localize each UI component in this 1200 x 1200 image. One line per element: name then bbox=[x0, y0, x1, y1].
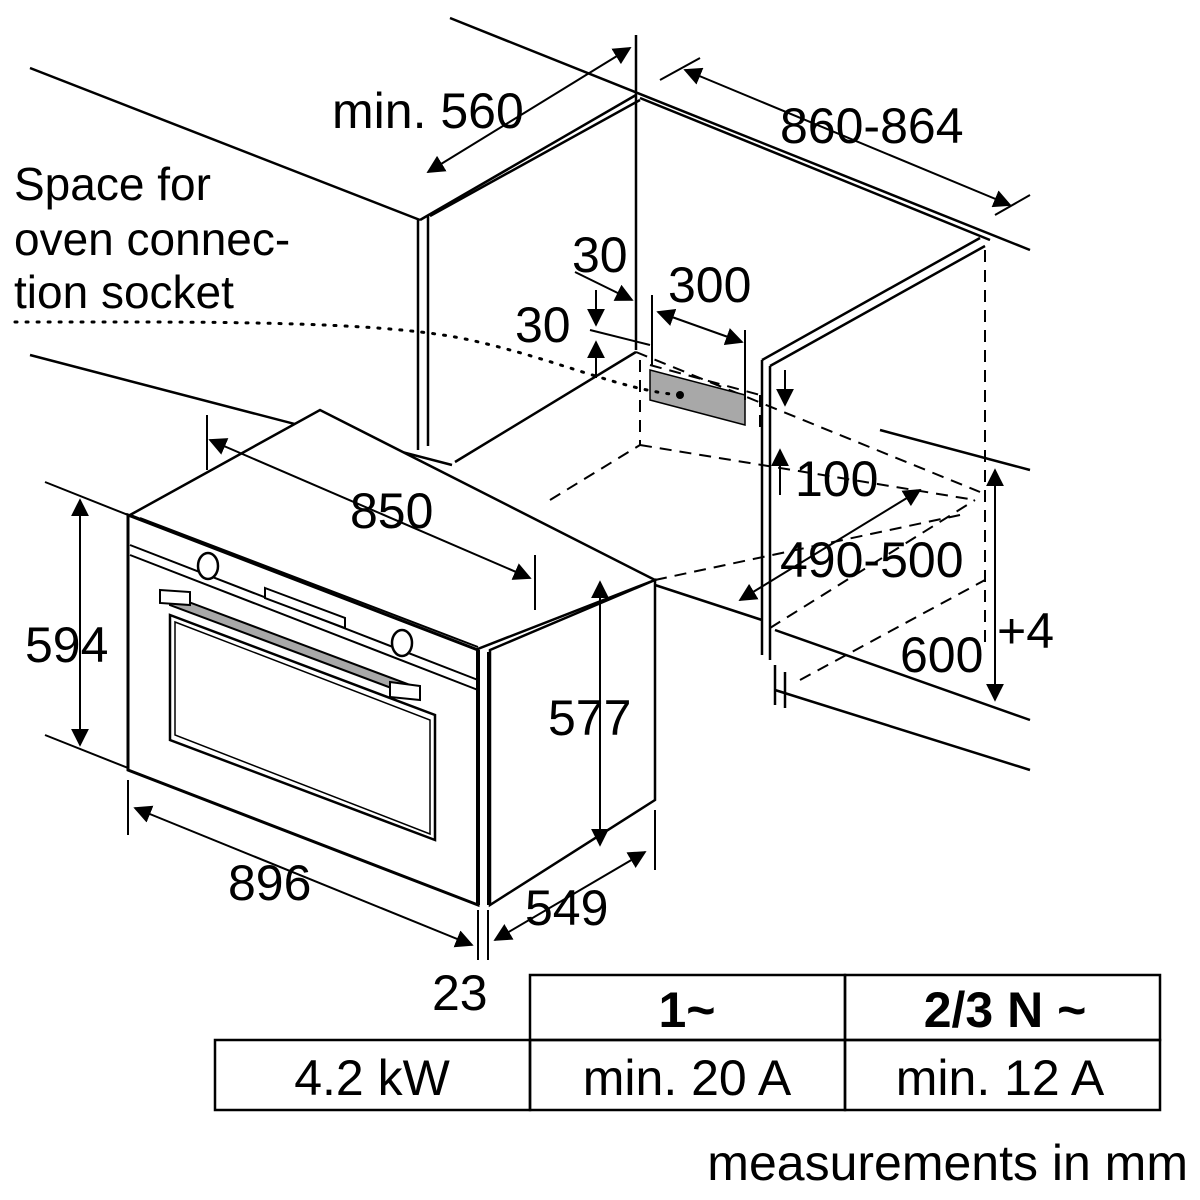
dimension-labels: min. 560 860-864 30 300 30 100 490-500 6… bbox=[25, 83, 1054, 1021]
niche-dimension-arrows bbox=[426, 47, 1031, 702]
socket-note: Space for oven connec- tion socket bbox=[14, 158, 290, 318]
offset-top-left-label: 30 bbox=[572, 227, 628, 283]
socket-width-label: 300 bbox=[668, 257, 751, 313]
oven-depth-label: 549 bbox=[525, 880, 608, 936]
footer-note: measurements in mm bbox=[707, 1135, 1188, 1191]
socket-note-line2: oven connec- bbox=[14, 213, 290, 265]
table-value-2: min. 12 A bbox=[896, 1050, 1105, 1106]
oven-top-depth-label: 850 bbox=[350, 483, 433, 539]
niche-height-label: 600 bbox=[900, 627, 983, 683]
socket-note-line3: tion socket bbox=[14, 266, 234, 318]
electrical-table: 1~ 2/3 N ~ 4.2 kW min. 20 A min. 12 A bbox=[213, 973, 1162, 1112]
cabinet-width-label: 860-864 bbox=[780, 98, 964, 154]
oven-body-height-label: 577 bbox=[548, 690, 631, 746]
socket-note-line1: Space for bbox=[14, 158, 211, 210]
oven-front-thickness-label: 23 bbox=[432, 965, 488, 1021]
oven-front-height-label: 594 bbox=[25, 617, 108, 673]
oven-width-label: 896 bbox=[228, 855, 311, 911]
oven-dimension-arrows bbox=[44, 415, 656, 960]
niche-height-tolerance-label: +4 bbox=[997, 603, 1054, 659]
table-value-cell-2 bbox=[843, 1038, 1162, 1112]
table-row-label: 4.2 kW bbox=[294, 1050, 450, 1106]
offset-top-label: 30 bbox=[515, 297, 571, 353]
table-header-2: 2/3 N ~ bbox=[924, 982, 1087, 1038]
cabinet-depth-label: min. 560 bbox=[332, 83, 524, 139]
table-header-1: 1~ bbox=[658, 982, 715, 1038]
socket-height-label: 100 bbox=[795, 451, 878, 507]
niche-depth-label: 490-500 bbox=[780, 532, 964, 588]
table-value-1: min. 20 A bbox=[583, 1050, 792, 1106]
